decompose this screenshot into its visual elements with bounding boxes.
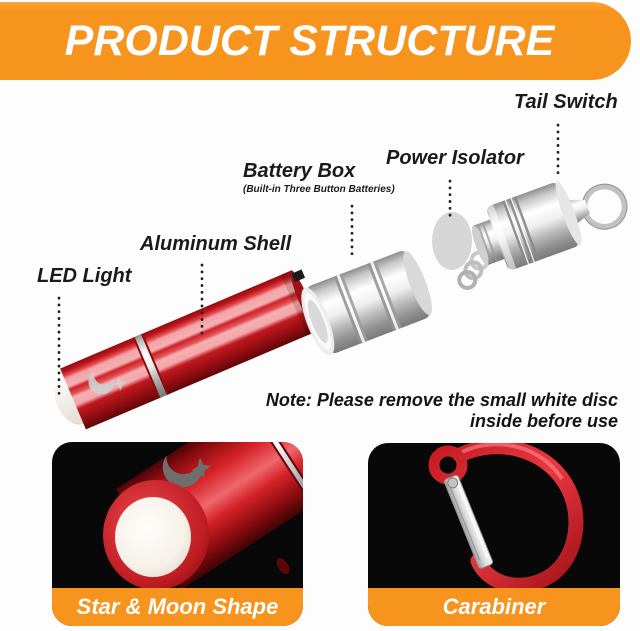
moon-cutout-closeup	[162, 447, 203, 488]
note-line-2: inside before use	[469, 410, 618, 431]
carabiner-nose	[428, 445, 468, 485]
caption-star-moon: Star & Moon Shape	[52, 588, 303, 626]
feature-panel-carabiner: Carabiner	[368, 443, 620, 626]
page-title: PRODUCT STRUCTURE	[64, 16, 555, 65]
lens-face	[115, 497, 191, 577]
star-moon-photo	[103, 442, 303, 590]
note-line-1: Note: Please remove the small white disc	[265, 390, 618, 410]
battery-box-art	[301, 251, 432, 356]
carabiner-gate	[443, 474, 494, 569]
moon-cutout	[88, 368, 115, 395]
tail-switch-art	[457, 181, 628, 290]
feature-panel-star-moon: Star & Moon Shape	[52, 442, 303, 626]
label-power-isolator: Power Isolator	[386, 147, 524, 169]
header-banner: PRODUCT STRUCTURE	[0, 2, 631, 80]
label-battery-box: Battery Box	[243, 160, 356, 182]
label-aluminum-shell: Aluminum Shell	[140, 233, 292, 255]
caption-carabiner-label: Carabiner	[442, 594, 546, 619]
power-isolator-disc	[432, 212, 472, 270]
note-text: Note: Please remove the small white disc…	[266, 390, 618, 431]
caption-carabiner: Carabiner	[368, 588, 620, 626]
star-cutout-closeup	[191, 458, 212, 478]
caption-star-moon-label: Star & Moon Shape	[76, 594, 279, 619]
flashlight-exploded-diagram	[54, 123, 628, 430]
carabiner-photo	[428, 443, 584, 593]
star-cutout	[112, 376, 127, 391]
label-tail-switch: Tail Switch	[514, 91, 618, 113]
label-battery-box-sub: (Built-in Three Button Batteries)	[243, 184, 395, 195]
label-led-light: LED Light	[37, 265, 132, 287]
